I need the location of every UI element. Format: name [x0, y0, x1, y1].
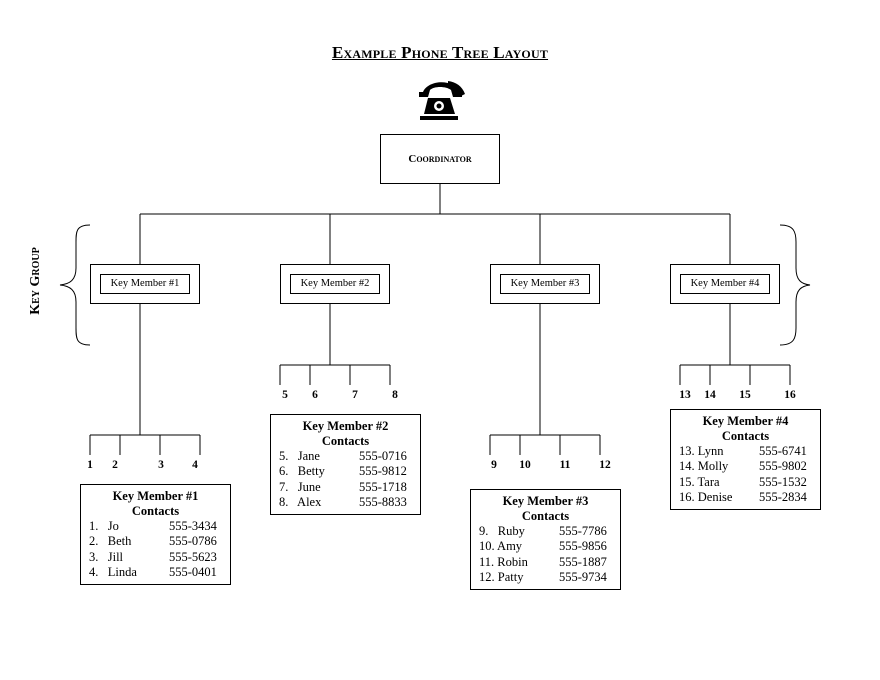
- contact-number: 1: [87, 459, 93, 471]
- contact-name: 6. Betty: [279, 464, 325, 479]
- contact-phone: 555-0716: [359, 449, 407, 463]
- contact-number: 4: [192, 459, 198, 471]
- contact-row: 8. Alex 555-8833: [279, 495, 412, 510]
- contact-name: 3. Jill: [89, 549, 124, 564]
- contact-phone: 555-0401: [169, 564, 217, 579]
- contacts-subtitle: Contacts: [721, 429, 770, 443]
- contacts-bracket-2: [279, 304, 391, 385]
- page-title: Example Phone Tree Layout: [331, 43, 549, 62]
- contact-phone: 555-1718: [359, 479, 407, 494]
- contact-phone: 555-2834: [759, 489, 807, 504]
- contacts-bracket-4: [679, 304, 791, 385]
- contact-number: 11: [559, 459, 571, 471]
- key-member-label: Key Member #3: [500, 274, 590, 294]
- contact-number: 8: [392, 389, 398, 401]
- contact-phone: 555-8833: [359, 494, 407, 509]
- contact-number: 16: [784, 389, 796, 401]
- contact-name: 16. Denise: [679, 489, 733, 504]
- contacts-title: Key Member #3: [502, 494, 589, 508]
- contact-number: 2: [112, 459, 118, 471]
- contact-row: 2. Beth 555-0786: [89, 534, 222, 549]
- contact-row: 12. Patty 555-9734: [479, 570, 612, 585]
- contact-phone: 555-6741: [759, 444, 807, 458]
- contact-name: 1. Jo: [89, 519, 119, 533]
- contact-name: 8. Alex: [279, 494, 322, 509]
- contact-phone: 555-9856: [559, 539, 607, 554]
- contact-row: 9. Ruby 555-7786: [479, 524, 612, 539]
- contact-name: 14. Molly: [679, 459, 729, 474]
- contact-phone: 555-1887: [559, 554, 607, 569]
- key-member-label: Key Member #4: [680, 274, 770, 294]
- contact-name: 7. June: [279, 479, 321, 494]
- contact-row: 11. Robin 555-1887: [479, 555, 612, 570]
- key-member-box-2: Key Member #2: [280, 264, 390, 304]
- contact-phone: 555-3434: [169, 519, 217, 533]
- contact-row: 13. Lynn 555-6741: [679, 444, 812, 459]
- right-brace: [779, 224, 811, 346]
- contact-row: 7. June 555-1718: [279, 480, 412, 495]
- contacts-subtitle: Contacts: [321, 434, 370, 448]
- contact-name: 5. Jane: [279, 449, 320, 463]
- contact-phone: 555-9812: [359, 464, 407, 479]
- left-brace: [59, 224, 91, 346]
- contact-row: 16. Denise 555-2834: [679, 490, 812, 505]
- contact-row: 4. Linda 555-0401: [89, 565, 222, 580]
- contact-name: 11. Robin: [479, 554, 528, 569]
- contact-phone: 555-9734: [559, 569, 607, 584]
- contact-phone: 555-9802: [759, 459, 807, 474]
- contact-phone: 555-1532: [759, 474, 807, 489]
- contact-phone: 555-7786: [559, 524, 607, 538]
- contact-name: 13. Lynn: [679, 444, 724, 458]
- contact-name: 2. Beth: [89, 534, 132, 549]
- contact-number: 3: [158, 459, 164, 471]
- contact-number: 10: [519, 459, 531, 471]
- key-member-box-3: Key Member #3: [490, 264, 600, 304]
- key-member-box-1: Key Member #1: [90, 264, 200, 304]
- contact-name: 4. Linda: [89, 564, 137, 579]
- key-member-label: Key Member #2: [290, 274, 380, 294]
- contact-name: 15. Tara: [679, 474, 720, 489]
- contacts-bracket-3: [489, 304, 601, 455]
- contact-number: 13: [679, 389, 691, 401]
- contact-row: 15. Tara 555-1532: [679, 475, 812, 490]
- contact-row: 1. Jo 555-3434: [89, 519, 222, 534]
- key-member-box-4: Key Member #4: [670, 264, 780, 304]
- telephone-icon: [419, 81, 465, 120]
- contact-number: 9: [491, 459, 497, 471]
- coordinator-label: Coordinator: [408, 153, 472, 165]
- contact-row: 14. Molly 555-9802: [679, 459, 812, 474]
- contacts-subtitle: Contacts: [521, 509, 570, 523]
- coordinator-box: Coordinator: [380, 134, 500, 184]
- key-group-label: Key Group: [28, 247, 43, 315]
- contact-number: 5: [282, 389, 288, 401]
- contacts-box-3: Key Member #3 Contacts 9. Ruby 555-7786 1…: [470, 489, 621, 590]
- contact-number: 12: [599, 459, 611, 471]
- contacts-title: Key Member #1: [112, 489, 199, 503]
- contact-number: 7: [352, 389, 358, 401]
- contacts-subtitle: Contacts: [131, 504, 180, 518]
- contact-number: 6: [312, 389, 318, 401]
- contact-name: 10. Amy: [479, 539, 523, 554]
- contacts-title: Key Member #4: [702, 414, 789, 428]
- contact-phone: 555-5623: [169, 549, 217, 564]
- contact-row: 6. Betty 555-9812: [279, 464, 412, 479]
- contacts-box-2: Key Member #2 Contacts 5. Jane 555-0716 6…: [270, 414, 421, 515]
- key-member-label: Key Member #1: [100, 274, 190, 294]
- contact-row: 5. Jane 555-0716: [279, 449, 412, 464]
- contact-name: 9. Ruby: [479, 524, 525, 538]
- contacts-bracket-1: [89, 304, 201, 455]
- contacts-title: Key Member #2: [302, 419, 389, 433]
- contact-phone: 555-0786: [169, 534, 217, 549]
- contact-row: 3. Jill 555-5623: [89, 550, 222, 565]
- contact-number: 14: [704, 389, 716, 401]
- contact-row: 10. Amy 555-9856: [479, 539, 612, 554]
- contact-number: 15: [739, 389, 751, 401]
- contact-name: 12. Patty: [479, 569, 524, 584]
- contacts-box-1: Key Member #1 Contacts 1. Jo 555-3434 2. …: [80, 484, 231, 585]
